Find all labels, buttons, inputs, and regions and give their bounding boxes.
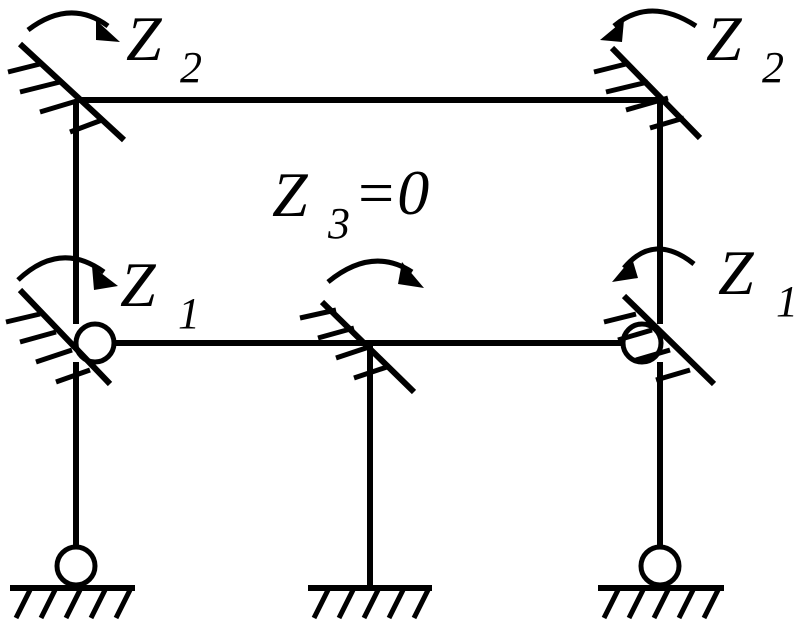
label-z3-tail: =0	[354, 157, 429, 228]
clamp-symbol-mid-center	[299, 299, 417, 395]
label-z1-left: Z 1	[120, 249, 200, 338]
frame-members	[73, 97, 663, 588]
label-z1-right-sub: 1	[776, 277, 798, 326]
clamp-symbol-mid-left	[5, 287, 113, 387]
label-z2-right-sub: 2	[762, 43, 784, 92]
ground-support-right	[598, 585, 724, 620]
label-z2-left-main: Z	[126, 3, 163, 74]
rotation-arrow-top-left	[26, 10, 120, 42]
rotation-arrow-top-right	[600, 8, 698, 42]
label-z1-left-sub: 1	[178, 289, 200, 338]
label-z1-right: Z 1	[718, 237, 798, 326]
ground-support-left	[10, 585, 135, 620]
hinge-left-base	[54, 544, 98, 588]
label-z3-sub: 3	[327, 199, 350, 248]
hinge-left-middle	[73, 321, 117, 365]
clamp-symbol-top-left	[7, 41, 127, 143]
clamp-symbol-top-right	[593, 45, 703, 141]
clamp-symbol-mid-right	[603, 293, 717, 387]
label-z1-left-main: Z	[120, 249, 157, 320]
ground-support-middle	[308, 585, 432, 620]
hinge-right-base	[638, 544, 682, 588]
label-z3: Z 3 =0	[272, 157, 429, 248]
label-z2-right-main: Z	[706, 3, 743, 74]
label-z2-left: Z 2	[126, 3, 202, 92]
label-z2-right: Z 2	[706, 3, 784, 92]
rotation-arrow-mid-right	[612, 246, 696, 282]
label-z2-left-sub: 2	[180, 43, 202, 92]
rotation-arrow-mid-center	[326, 258, 424, 288]
label-z1-right-main: Z	[718, 237, 755, 308]
rotation-arrow-mid-left	[16, 255, 118, 290]
label-z3-main: Z	[272, 159, 309, 230]
